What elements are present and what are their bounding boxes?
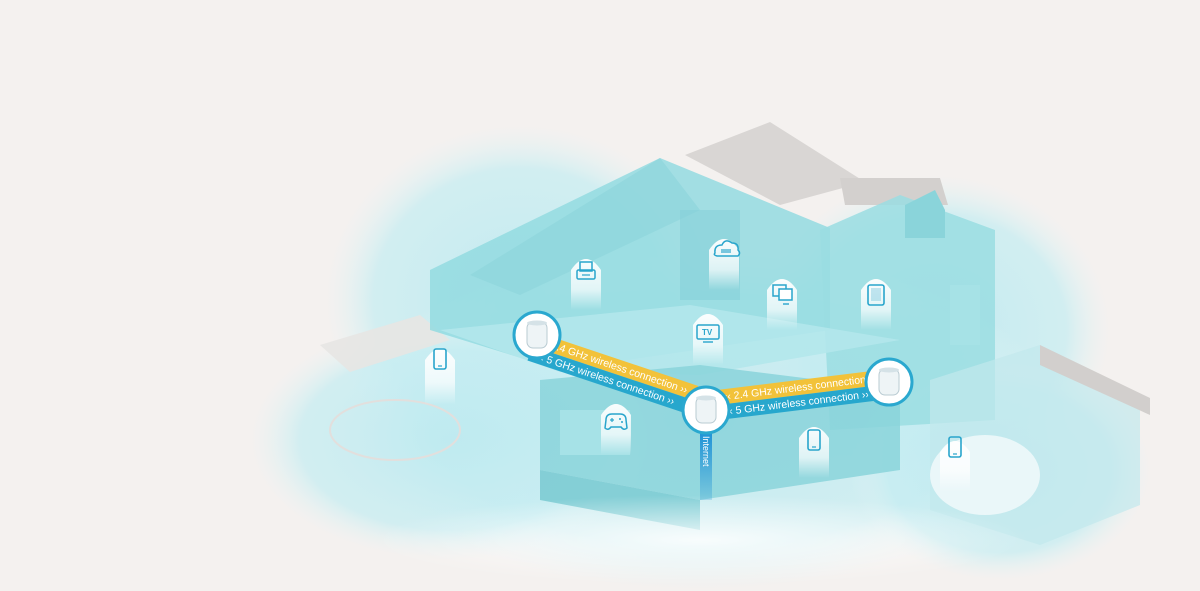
game-controller-icon bbox=[604, 413, 628, 431]
printer-icon bbox=[576, 261, 596, 280]
mesh-node-right bbox=[864, 357, 914, 407]
desktop-monitor-icon bbox=[772, 284, 793, 305]
device-phone-ground bbox=[799, 427, 829, 478]
internet-line: Internet bbox=[700, 428, 712, 500]
phone-icon bbox=[433, 348, 447, 370]
mesh-node-center bbox=[681, 385, 731, 435]
tablet-icon bbox=[867, 284, 885, 306]
device-phone-garage bbox=[940, 436, 970, 492]
internet-label: Internet bbox=[701, 436, 711, 467]
phone-icon bbox=[807, 429, 821, 451]
connection-right: ‹‹ 2.4 GHz wireless connection ›› ‹‹ 5 G… bbox=[717, 370, 880, 420]
device-phone-porch bbox=[425, 348, 455, 405]
device-tv: TV bbox=[693, 314, 723, 365]
device-printer bbox=[571, 259, 601, 310]
mesh-node-left bbox=[512, 310, 562, 360]
device-desktop bbox=[767, 279, 797, 330]
device-tablet bbox=[861, 279, 891, 330]
device-cloud-storage bbox=[709, 239, 741, 290]
device-game-console bbox=[601, 404, 631, 455]
cloud-storage-icon bbox=[713, 240, 741, 257]
tv-icon: TV bbox=[696, 324, 720, 343]
tv-label: TV bbox=[702, 328, 713, 337]
phone-icon bbox=[948, 436, 962, 458]
